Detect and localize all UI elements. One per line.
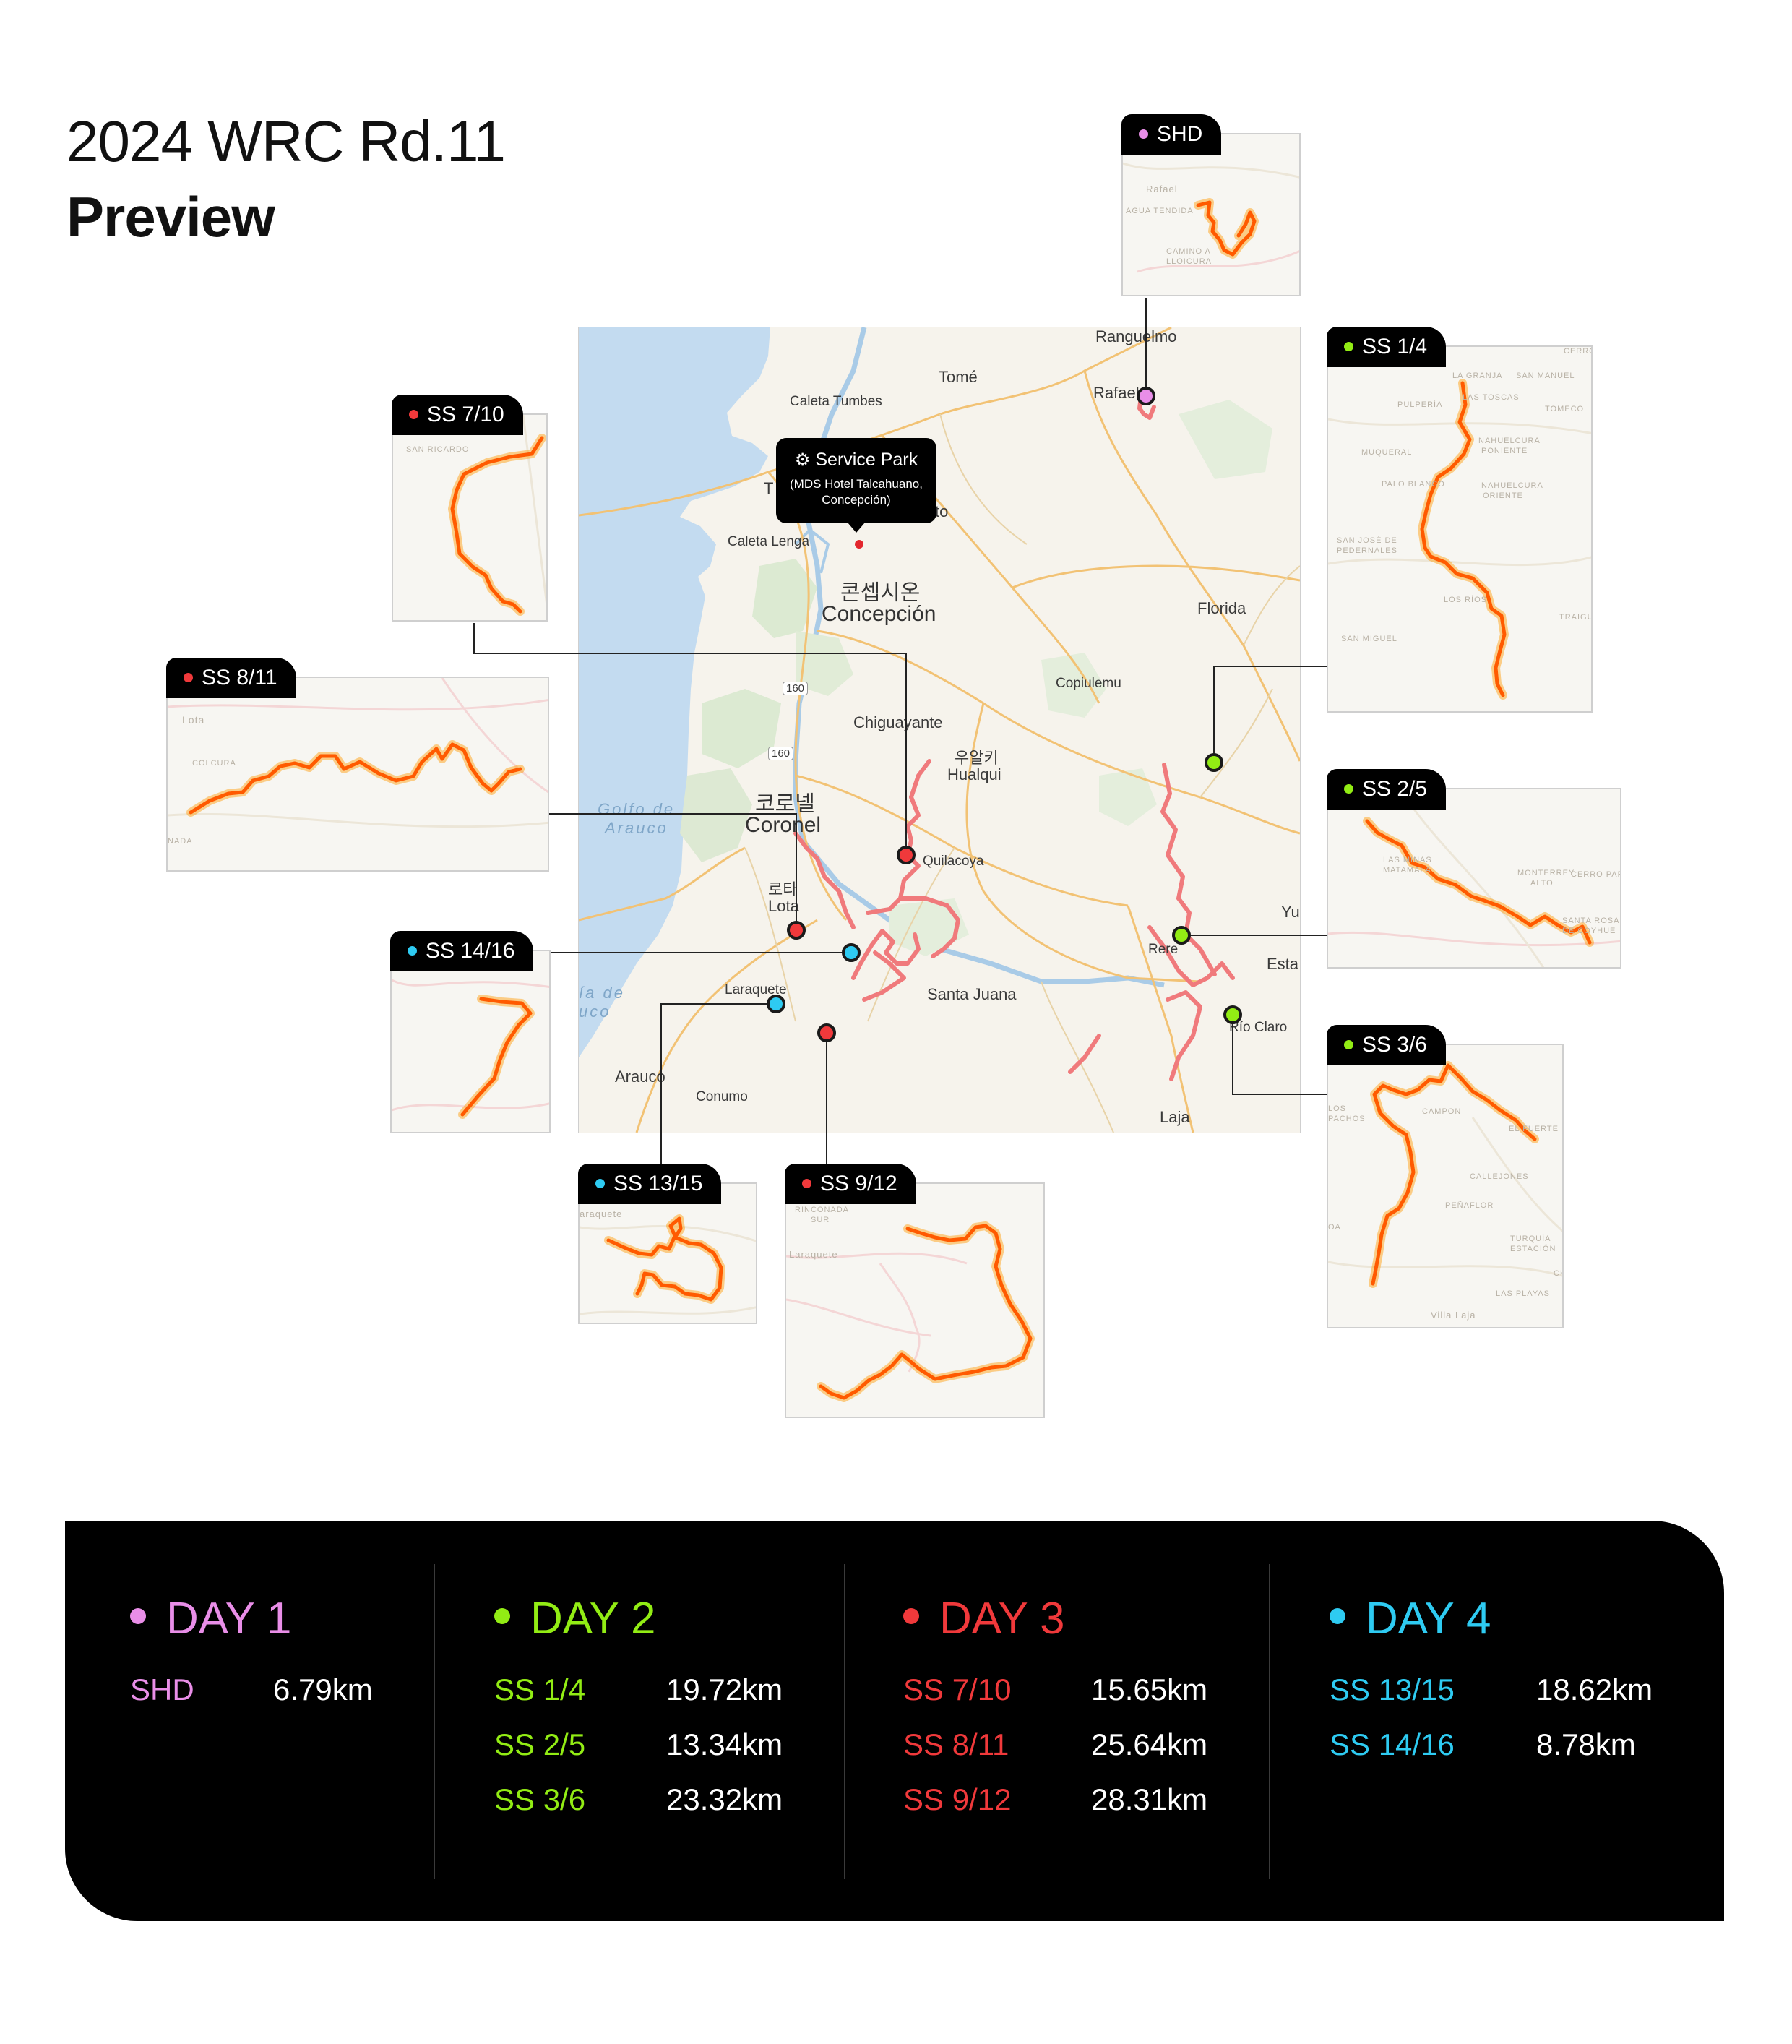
tag-shd[interactable]: SHD bbox=[1121, 114, 1222, 155]
map-label-rafael: Rafael bbox=[1093, 384, 1140, 402]
map-label-conumo: Conumo bbox=[696, 1089, 748, 1104]
day-dot bbox=[130, 1607, 146, 1624]
stage-marker-ss-1-4[interactable] bbox=[1205, 753, 1223, 772]
tag-dot bbox=[1344, 1039, 1353, 1049]
service-park-pin[interactable] bbox=[855, 540, 863, 549]
map-label-lota-ko: 로타 bbox=[768, 880, 798, 898]
map-label-hualqui-ko: 우알키 bbox=[955, 749, 999, 767]
stage-marker-ss-7-10[interactable] bbox=[897, 846, 916, 864]
day-dot bbox=[903, 1607, 919, 1624]
inset-map-ss-7-10[interactable]: SAN RICARDO bbox=[392, 413, 548, 622]
map-base bbox=[579, 327, 1300, 1133]
day-heading: DAY 1 bbox=[130, 1593, 291, 1644]
day-heading: DAY 2 bbox=[494, 1593, 655, 1644]
service-park-callout: ⚙ Service Park (MDS Hotel Talcahuano,Con… bbox=[776, 438, 936, 523]
tag-ss-3-6[interactable]: SS 3/6 bbox=[1327, 1025, 1447, 1065]
tag-dot bbox=[1139, 129, 1148, 139]
day-heading: DAY 4 bbox=[1330, 1593, 1491, 1644]
stage-marker-ss-9-12[interactable] bbox=[817, 1023, 836, 1042]
map-label-ia-de: ía de bbox=[579, 984, 625, 1002]
stage-marker-ss-2-5[interactable] bbox=[1172, 926, 1191, 945]
map-label-santa-juana: Santa Juana bbox=[927, 985, 1017, 1003]
column-divider bbox=[434, 1564, 435, 1879]
map-label-rere: Rere bbox=[1148, 942, 1179, 957]
inset-map-ss-3-6[interactable]: LOS PACHOS CAMPON EL FUERTE CALLEJONES P… bbox=[1327, 1044, 1564, 1328]
inset-map-ss-8-11[interactable]: Lota COLCURA NADA bbox=[166, 677, 549, 872]
tag-dot bbox=[408, 945, 417, 956]
stage-marker-ss-3-6[interactable] bbox=[1223, 1005, 1242, 1024]
map-label-concepcion: Concepción bbox=[822, 602, 936, 626]
tag-ss-14-16[interactable]: SS 14/16 bbox=[390, 931, 534, 971]
service-park-callout-tail bbox=[848, 523, 865, 533]
tag-dot bbox=[1344, 783, 1353, 794]
stage-summary-panel: DAY 1 SHD 6.79km DAY 2 SS 1/4 19.72km SS… bbox=[65, 1521, 1724, 1921]
map-label-ranguelmo: Ranguelmo bbox=[1095, 327, 1177, 345]
map-label-copiulemu: Copiulemu bbox=[1056, 676, 1121, 691]
service-park-subtitle: (MDS Hotel Talcahuano,Concepción) bbox=[790, 477, 923, 507]
stage-marker-ss-13-15[interactable] bbox=[767, 995, 785, 1013]
tag-ss-1-4[interactable]: SS 1/4 bbox=[1327, 327, 1447, 367]
map-label-coronel: Coronel bbox=[745, 813, 822, 837]
column-divider bbox=[1269, 1564, 1270, 1879]
map-label-concepcion-ko: 콘셉시온 bbox=[840, 581, 921, 605]
map-label-arauco-sea: Arauco bbox=[605, 819, 668, 837]
main-map[interactable]: Ranguelmo Rafael Tomé Caleta Tumbes T to… bbox=[578, 327, 1301, 1133]
map-label-golfo: Golfo de bbox=[598, 800, 676, 818]
day-column-1: DAY 1 SHD 6.79km bbox=[130, 1593, 373, 1706]
map-label-laraquete: Laraquete bbox=[725, 982, 787, 997]
inset-map-shd[interactable]: Rafael AGUA TENDIDA CAMINO A LLOICURA bbox=[1121, 133, 1301, 296]
day-heading: DAY 3 bbox=[903, 1593, 1064, 1644]
route-marker-160-north: 160 bbox=[783, 682, 809, 695]
day-column-2: DAY 2 SS 1/4 19.72km SS 2/5 13.34km SS 3… bbox=[494, 1593, 783, 1816]
map-label-chiguayante: Chiguayante bbox=[853, 713, 943, 731]
service-park-title: ⚙ Service Park bbox=[794, 450, 918, 470]
day-column-4: DAY 4 SS 13/15 18.62km SS 14/16 8.78km bbox=[1330, 1593, 1653, 1761]
inset-map-ss-1-4[interactable]: LA GRANJA SAN MANUEL CERRO PULPERÍA LAS … bbox=[1327, 345, 1593, 713]
tag-ss-7-10[interactable]: SS 7/10 bbox=[392, 395, 523, 435]
column-divider bbox=[844, 1564, 845, 1879]
stage-marker-ss-8-11[interactable] bbox=[787, 921, 806, 940]
map-label-florida: Florida bbox=[1197, 599, 1246, 617]
tag-ss-2-5[interactable]: SS 2/5 bbox=[1327, 769, 1447, 810]
tag-dot bbox=[802, 1178, 811, 1188]
tag-ss-13-15[interactable]: SS 13/15 bbox=[578, 1164, 722, 1204]
gear-icon: ⚙ bbox=[794, 450, 811, 470]
inset-map-ss-14-16[interactable] bbox=[390, 950, 551, 1133]
inset-map-ss-13-15[interactable]: araquete bbox=[578, 1182, 757, 1324]
map-label-caleta-tumbes: Caleta Tumbes bbox=[790, 394, 882, 409]
stage-marker-shd[interactable] bbox=[1137, 387, 1155, 405]
event-subtitle: Preview bbox=[66, 185, 275, 249]
inset-map-ss-9-12[interactable]: RINCONADA SUR Laraquete bbox=[785, 1182, 1045, 1418]
map-label-laja: Laja bbox=[1160, 1108, 1190, 1126]
map-label-arauco: Arauco bbox=[615, 1068, 665, 1086]
map-label-rio-claro: Río Claro bbox=[1229, 1020, 1288, 1035]
tag-ss-9-12[interactable]: SS 9/12 bbox=[785, 1164, 916, 1204]
tag-dot bbox=[595, 1178, 605, 1188]
map-label-quilacoya: Quilacoya bbox=[923, 854, 984, 869]
event-title: 2024 WRC Rd.11 bbox=[66, 109, 506, 173]
day-column-3: DAY 3 SS 7/10 15.65km SS 8/11 25.64km SS… bbox=[903, 1593, 1208, 1816]
map-label-hualqui: Hualqui bbox=[947, 765, 1001, 783]
map-label-coronel-ko: 코로넬 bbox=[755, 792, 815, 816]
tag-dot bbox=[409, 409, 418, 419]
tag-dot bbox=[184, 672, 193, 682]
map-label-esta: Esta bbox=[1267, 955, 1299, 973]
route-marker-160-south: 160 bbox=[768, 747, 794, 760]
stage-marker-ss-14-16[interactable] bbox=[842, 943, 861, 962]
tag-ss-8-11[interactable]: SS 8/11 bbox=[166, 658, 296, 698]
map-label-to: to bbox=[935, 502, 949, 520]
map-label-yu: Yu bbox=[1281, 903, 1300, 921]
map-label-lota: Lota bbox=[768, 897, 799, 915]
day-dot bbox=[494, 1607, 510, 1624]
map-label-caleta-lenga: Caleta Lenga bbox=[728, 534, 810, 549]
map-label-tome: Tomé bbox=[939, 368, 978, 386]
map-label-uco: uco bbox=[579, 1002, 611, 1021]
tag-dot bbox=[1344, 341, 1353, 351]
inset-map-ss-2-5[interactable]: LAS MINAS MATAMALA MONTERREY ALTO CERRO … bbox=[1327, 788, 1621, 969]
map-label-t: T bbox=[764, 479, 774, 497]
day-dot bbox=[1330, 1607, 1345, 1624]
